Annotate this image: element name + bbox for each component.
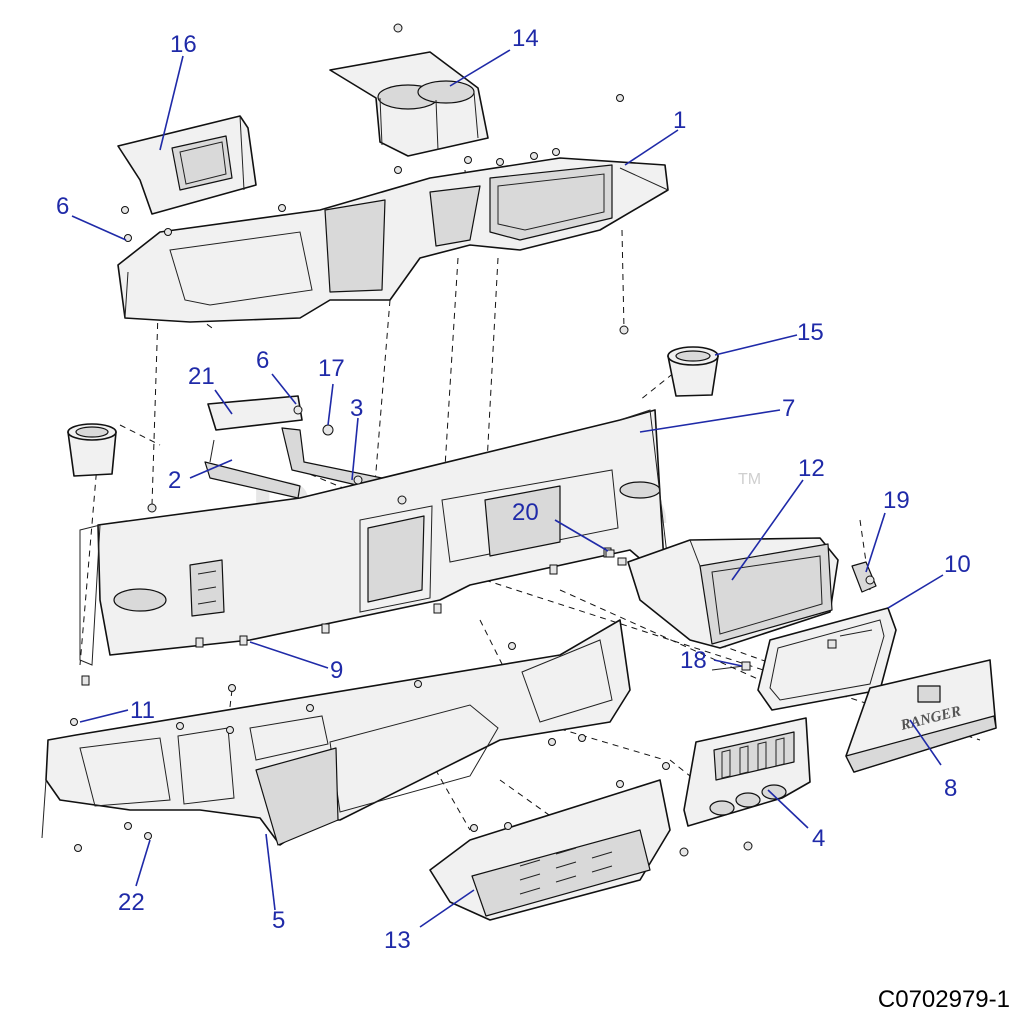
part-8-glove-box-door: RANGER <box>845 659 997 773</box>
callout-17: 17 <box>318 355 345 382</box>
callout-15: 15 <box>797 319 824 346</box>
callout-19: 19 <box>883 487 910 514</box>
callout-11: 11 <box>130 697 155 724</box>
part-15-cup-holder-right <box>667 346 719 397</box>
part-5-lower-dash-panel <box>41 619 631 852</box>
callout-3: 3 <box>350 395 363 422</box>
part-20-clips <box>605 549 627 566</box>
callout-12: 12 <box>798 455 825 482</box>
part-1-upper-dash-panel <box>117 94 669 323</box>
callout-20: 20 <box>512 499 539 526</box>
reference-code: C0702979-1 <box>877 986 1010 1013</box>
part-16-gauge-pod-cover <box>117 115 257 215</box>
callout-leaders <box>71 49 944 928</box>
callout-6-middle: 6 <box>256 347 269 374</box>
callout-18: 18 <box>680 647 707 674</box>
part-7-main-dash-frame <box>79 325 671 686</box>
callout-10: 10 <box>944 551 971 578</box>
part-6-screw-middle <box>293 405 303 415</box>
callout-6-top: 6 <box>56 193 69 220</box>
callout-4: 4 <box>812 825 825 852</box>
part-19-connector <box>851 561 877 593</box>
part-4-switch-panel <box>679 717 811 857</box>
callout-14: 14 <box>512 25 539 52</box>
callout-13: 13 <box>384 927 411 954</box>
callout-7: 7 <box>782 395 795 422</box>
part-13-glove-box-tray <box>429 762 671 921</box>
callout-labels: 16 14 1 6 15 21 6 17 3 7 2 12 19 20 10 1… <box>56 25 971 954</box>
callout-1: 1 <box>673 107 686 134</box>
callout-2: 2 <box>168 467 181 494</box>
part-14-cup-holder-insert <box>329 23 489 157</box>
callout-16: 16 <box>170 31 197 58</box>
part-6-screw-left <box>124 234 132 242</box>
callout-9: 9 <box>330 657 343 684</box>
cup-holder-left <box>67 423 117 477</box>
callout-8: 8 <box>944 775 957 802</box>
part-17-clip <box>322 424 334 436</box>
watermark-trademark: TM <box>738 471 761 488</box>
part-21-plate <box>207 395 303 431</box>
callout-21: 21 <box>188 363 215 390</box>
part-12-display-housing <box>627 537 839 649</box>
callout-22: 22 <box>118 889 145 916</box>
callout-5: 5 <box>272 907 285 934</box>
